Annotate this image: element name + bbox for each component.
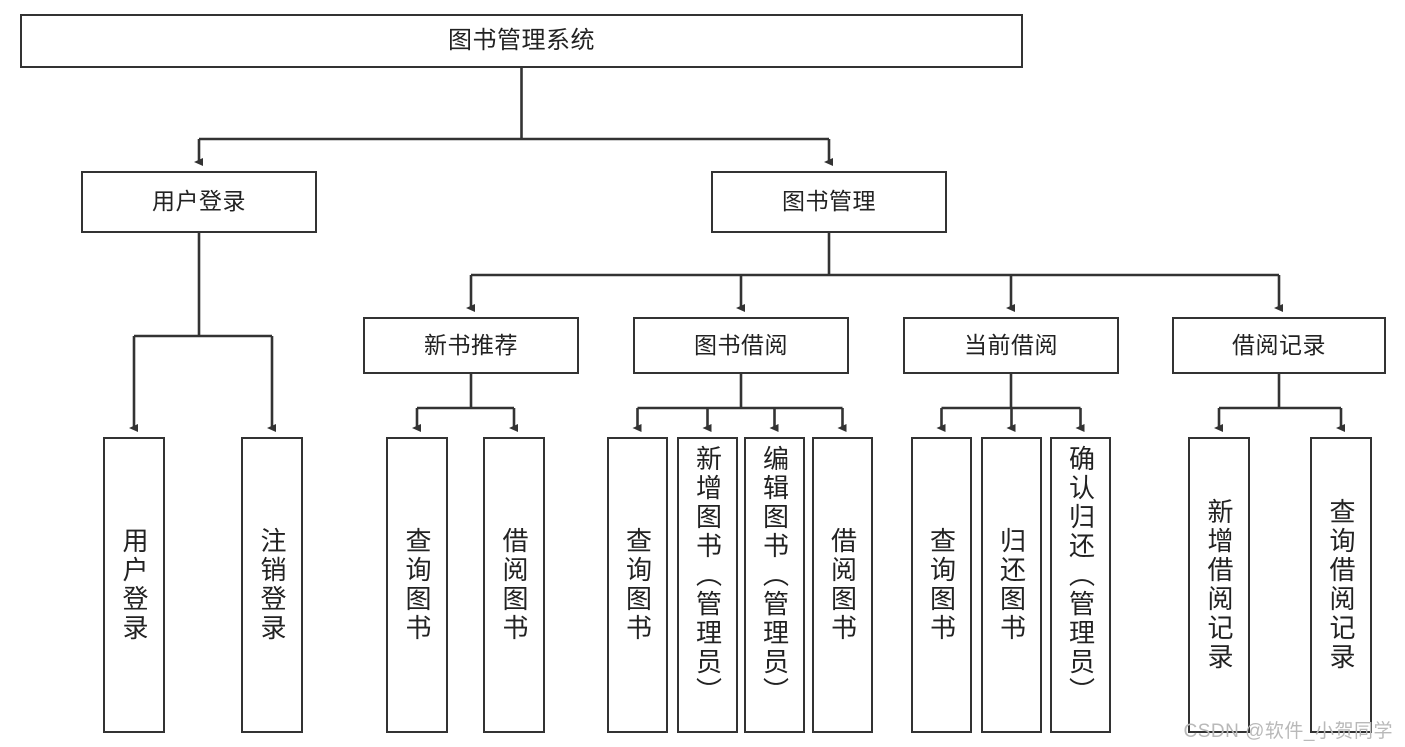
node-leaf-user-login-label: 用户登录 [119,527,149,643]
node-leaf-query-book-1-label: 查询图书 [402,527,432,643]
node-leaf-query-book-3-label: 查询图书 [926,527,957,643]
node-leaf-confirm-return-label: 确认归还（管理员） [1065,445,1096,706]
node-leaf-confirm-return[interactable]: 确认归还（管理员） [1050,437,1111,733]
node-root[interactable]: 图书管理系统 [20,14,1023,68]
node-book-manage[interactable]: 图书管理 [711,171,947,233]
node-user-login[interactable]: 用户登录 [81,171,317,233]
node-leaf-query-record-label: 查询借阅记录 [1326,498,1356,672]
node-leaf-borrow-book-2-label: 借阅图书 [827,527,858,643]
node-leaf-borrow-book-2[interactable]: 借阅图书 [812,437,873,733]
node-leaf-user-login[interactable]: 用户登录 [103,437,165,733]
node-leaf-return-book[interactable]: 归还图书 [981,437,1042,733]
node-borrow-record-label: 借阅记录 [1232,331,1326,358]
node-leaf-edit-book-admin-label: 编辑图书（管理员） [759,445,790,706]
node-leaf-borrow-book-1[interactable]: 借阅图书 [483,437,545,733]
node-current-borrow[interactable]: 当前借阅 [903,317,1119,374]
node-leaf-logout-label: 注销登录 [257,527,287,643]
node-leaf-query-book-2-label: 查询图书 [622,527,653,643]
node-current-borrow-label: 当前借阅 [964,331,1058,358]
node-leaf-query-book-2[interactable]: 查询图书 [607,437,668,733]
node-borrow-record[interactable]: 借阅记录 [1172,317,1386,374]
node-leaf-logout[interactable]: 注销登录 [241,437,303,733]
node-user-login-label: 用户登录 [152,188,246,215]
node-leaf-query-record[interactable]: 查询借阅记录 [1310,437,1372,733]
node-leaf-add-record[interactable]: 新增借阅记录 [1188,437,1250,733]
node-leaf-add-record-label: 新增借阅记录 [1204,498,1234,672]
node-leaf-borrow-book-1-label: 借阅图书 [499,527,529,643]
node-leaf-return-book-label: 归还图书 [996,527,1027,643]
node-leaf-query-book-1[interactable]: 查询图书 [386,437,448,733]
node-leaf-query-book-3[interactable]: 查询图书 [911,437,972,733]
csdn-watermark: CSDN @软件_小贺同学 [1183,721,1393,742]
node-leaf-add-book-admin[interactable]: 新增图书（管理员） [677,437,738,733]
node-book-borrow-label: 图书借阅 [694,331,788,358]
node-new-book-recommend-label: 新书推荐 [424,331,518,358]
node-book-borrow[interactable]: 图书借阅 [633,317,849,374]
node-root-label: 图书管理系统 [448,26,595,54]
node-new-book-recommend[interactable]: 新书推荐 [363,317,579,374]
node-book-manage-label: 图书管理 [782,188,876,215]
node-leaf-edit-book-admin[interactable]: 编辑图书（管理员） [744,437,805,733]
node-leaf-add-book-admin-label: 新增图书（管理员） [692,445,723,706]
